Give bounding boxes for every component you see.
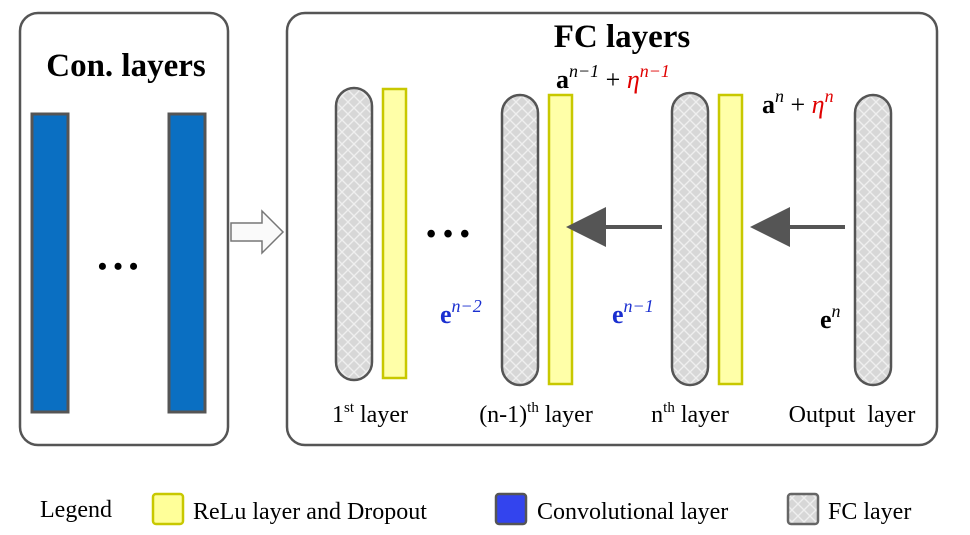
formula-e-n: en bbox=[820, 301, 841, 334]
relu-layer-nminus1 bbox=[547, 93, 574, 386]
legend-label-conv: Convolutional layer bbox=[537, 499, 728, 525]
relu-layer-n bbox=[717, 93, 744, 386]
conv-layer-bar-1 bbox=[30, 112, 70, 414]
legend-title: Legend bbox=[40, 497, 112, 523]
flow-arrow-icon bbox=[230, 209, 285, 255]
legend-swatch-conv bbox=[494, 492, 528, 526]
formula-a-n: an + ηn bbox=[762, 86, 834, 119]
legend-label-relu: ReLu layer and Dropout bbox=[193, 499, 427, 525]
fc-layer-output bbox=[853, 93, 893, 387]
conv-panel bbox=[18, 11, 230, 447]
conv-panel-title: Con. layers bbox=[46, 48, 206, 84]
label-nminus1-layer: (n-1)th layer bbox=[479, 400, 593, 428]
legend-label-fc: FC layer bbox=[828, 499, 911, 525]
legend-swatch-fc bbox=[786, 492, 820, 526]
label-first-layer: 1st layer bbox=[332, 400, 408, 428]
fc-layer-1 bbox=[334, 86, 374, 382]
fc-panel bbox=[285, 11, 939, 447]
conv-layer-bar-2 bbox=[167, 112, 207, 414]
conv-ellipsis: • • • bbox=[98, 252, 138, 281]
fc-panel-title: FC layers bbox=[554, 19, 691, 55]
label-n-layer: nth layer bbox=[651, 400, 729, 428]
formula-e-nminus2: en−2 bbox=[440, 296, 482, 329]
legend-swatch-relu bbox=[151, 492, 185, 526]
fc-layer-nminus1 bbox=[500, 93, 540, 387]
label-output-layer: Output layer bbox=[789, 402, 916, 428]
fc-ellipsis: • • • bbox=[426, 219, 469, 250]
formula-a-nminus1: an−1 + ηn−1 bbox=[556, 61, 670, 94]
formula-e-nminus1: en−1 bbox=[612, 296, 654, 329]
relu-layer-1 bbox=[381, 87, 408, 380]
fc-layer-n bbox=[670, 91, 710, 387]
